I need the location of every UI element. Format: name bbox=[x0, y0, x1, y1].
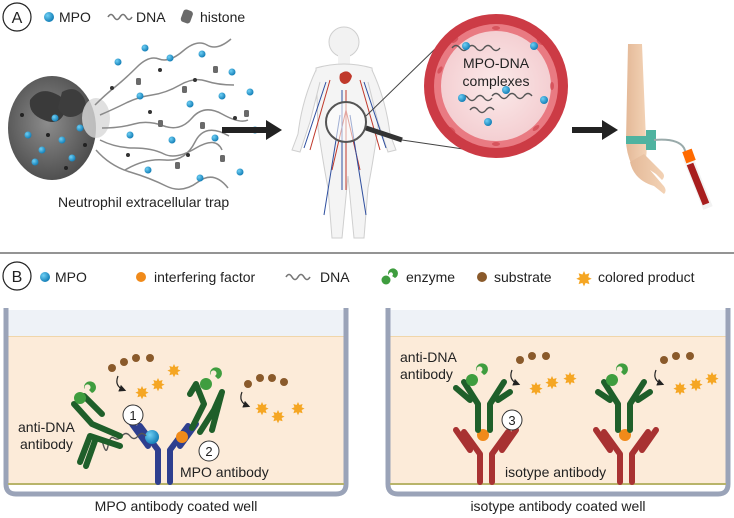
legend-mpo-label: MPO bbox=[59, 9, 91, 25]
panel-a-legend: MPO DNA histone bbox=[44, 9, 245, 25]
mpo-legend-icon bbox=[44, 12, 54, 22]
svg-text:3: 3 bbox=[508, 413, 515, 428]
svg-text:A: A bbox=[12, 10, 23, 27]
legend-mpo-label: MPO bbox=[55, 269, 87, 285]
interfering-factor bbox=[176, 431, 188, 443]
mpo-legend-icon bbox=[40, 272, 50, 282]
isotype-antibody-1 bbox=[453, 427, 519, 485]
svg-text:2: 2 bbox=[205, 444, 212, 459]
marker-2: 2 bbox=[198, 440, 220, 462]
complex-label-line1: MPO-DNA bbox=[463, 55, 530, 71]
dna-legend-icon bbox=[285, 273, 311, 281]
anti-dna-antibody-right-2 bbox=[595, 379, 653, 433]
reaction-right-1 bbox=[510, 352, 577, 396]
reaction-right-2 bbox=[654, 352, 719, 396]
left-well-caption: MPO antibody coated well bbox=[95, 498, 258, 514]
panel-a-badge: A bbox=[2, 2, 32, 32]
blood-vessel-cross-section: MPO-DNA complexes bbox=[424, 14, 568, 158]
reaction-left-2 bbox=[240, 374, 305, 424]
legend-substrate-label: substrate bbox=[494, 269, 552, 285]
enzyme-right-2 bbox=[606, 363, 628, 386]
bound-mpo bbox=[145, 430, 159, 444]
net-caption: Neutrophil extracellular trap bbox=[58, 194, 229, 210]
mpo-antibody-label: MPO antibody bbox=[180, 464, 269, 480]
reaction-left-1 bbox=[108, 354, 181, 400]
anti-dna-antibody-interfering bbox=[187, 381, 225, 435]
dna-legend-icon bbox=[107, 13, 133, 21]
enzyme-right-1 bbox=[466, 363, 488, 386]
right-anti-dna-label-line2: antibody bbox=[400, 366, 453, 382]
panel-b-legend: MPO interfering factor DNA enzyme substr… bbox=[40, 268, 695, 287]
svg-text:1: 1 bbox=[129, 408, 136, 423]
magnifier-handle bbox=[365, 125, 403, 143]
marker-1: 1 bbox=[122, 404, 144, 426]
isotype-antibody-well: 3 anti-DNA antibody isotype antibody bbox=[385, 308, 731, 497]
panel-b-badge: B bbox=[2, 261, 32, 291]
left-anti-dna-label-line2: antibody bbox=[20, 436, 73, 452]
magnifier-lens bbox=[325, 101, 367, 143]
legend-product-label: colored product bbox=[598, 269, 695, 285]
svg-text:B: B bbox=[12, 269, 23, 286]
neutrophil-cell bbox=[8, 76, 110, 180]
colored-product-legend-icon bbox=[576, 271, 592, 287]
complex-mpo-particles bbox=[458, 42, 548, 126]
enzyme-left-1 bbox=[74, 381, 96, 404]
histone-legend-icon bbox=[180, 9, 193, 24]
mpo-antibody-well: 1 2 anti-DNA antibody MPO antibody bbox=[3, 308, 349, 497]
legend-histone-label: histone bbox=[200, 9, 245, 25]
substrate-legend-icon bbox=[477, 272, 487, 282]
anti-dna-antibody-left bbox=[71, 393, 123, 469]
arm-blood-draw bbox=[626, 44, 713, 210]
anti-dna-antibody-right-1 bbox=[453, 379, 513, 433]
net-mpo-particles bbox=[110, 44, 259, 182]
left-anti-dna-label-line1: anti-DNA bbox=[18, 419, 75, 435]
panel-b: B MPO interfering factor DNA enzyme subs… bbox=[2, 261, 731, 514]
enzyme-left-2 bbox=[200, 367, 222, 390]
net-histones bbox=[136, 66, 249, 169]
right-anti-dna-label-line1: anti-DNA bbox=[400, 349, 457, 365]
legend-dna-label: DNA bbox=[320, 269, 350, 285]
legend-dna-label: DNA bbox=[136, 9, 166, 25]
legend-enzyme-label: enzyme bbox=[406, 269, 455, 285]
net-dna-strands bbox=[94, 38, 249, 190]
complex-label-line2: complexes bbox=[463, 73, 530, 89]
interfering-factor-icon bbox=[136, 272, 146, 282]
isotype-antibody-label: isotype antibody bbox=[505, 464, 606, 480]
right-well-caption: isotype antibody coated well bbox=[470, 498, 645, 514]
isotype-antibody-2 bbox=[593, 427, 659, 485]
panel-a: A MPO DNA histone bbox=[2, 2, 713, 239]
legend-interfering-label: interfering factor bbox=[154, 269, 255, 285]
human-body-figure bbox=[291, 26, 403, 239]
enzyme-legend-icon bbox=[381, 268, 398, 285]
marker-3: 3 bbox=[501, 409, 523, 431]
